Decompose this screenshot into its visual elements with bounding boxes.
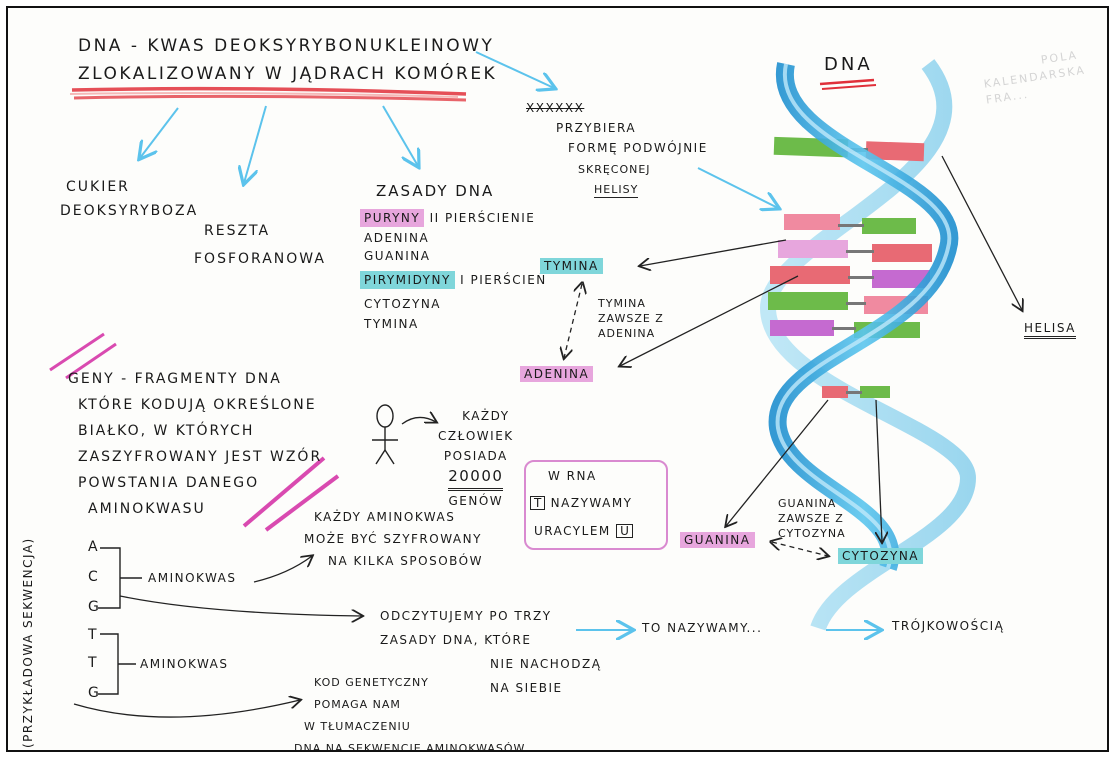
- codon1-letter-2: C: [88, 570, 100, 584]
- each-amino-note: KAŻDY AMINOKWAS MOŻE BYĆ SZYFROWANY NA K…: [314, 506, 483, 572]
- gene-count: 20000: [448, 466, 503, 491]
- helix-note-line3: SKRĘCONEJ: [578, 164, 651, 175]
- label-thymine: TYMINA: [540, 258, 603, 274]
- label-cytosine: CYTOZYNA: [838, 548, 923, 564]
- genetic-code-note: KOD GENETYCZNY POMAGA NAM W TŁUMACZENIU …: [314, 672, 525, 752]
- helix-note-line1: PRZYBIERA: [556, 122, 636, 134]
- codon2-letter-3: G: [88, 686, 101, 700]
- codon1-letter-3: G: [88, 600, 101, 614]
- helix-note-line2: FORMĘ PODWÓJNIE: [568, 142, 708, 154]
- person-note: KAŻDY CZŁOWIEK POSIADA 20000 GENÓW: [438, 406, 514, 511]
- page-subtitle: ZLOKALIZOWANY W JĄDRACH KOMÓREK: [78, 66, 497, 83]
- helix-label: HELISA: [1024, 322, 1076, 339]
- t-letter: T: [530, 496, 545, 510]
- genes-definition: GENY - FRAGMENTY DNA KTÓRE KODUJĄ OKREŚL…: [68, 366, 322, 522]
- diagram-title: DNA: [824, 56, 873, 74]
- rna-line1: W RNA: [548, 470, 597, 482]
- person-arrow: [402, 417, 436, 424]
- title-arrows: [140, 52, 880, 630]
- amino-acid-1: AMINOKWAS: [148, 572, 237, 584]
- base-cytosine: CYTOZYNA: [364, 298, 441, 310]
- call-it-label: TO NAZYWAMY...: [642, 622, 762, 634]
- triplet-label: TRÓJKOWOŚCIĄ: [892, 620, 1004, 632]
- pair-note-gc: GUANINA ZAWSZE Z CYTOZYNA: [778, 496, 846, 541]
- dna-title-underline: [820, 80, 874, 84]
- phosphate-name: FOSFORANOWA: [194, 252, 326, 266]
- pyrimidines-note: I PIERŚCIEŃ: [460, 273, 547, 287]
- pyrimidines-row: PIRYMIDYNY I PIERŚCIEŃ: [360, 274, 547, 286]
- helix-note-line4: HELISY: [594, 184, 638, 198]
- bases-title: ZASADY DNA: [376, 184, 494, 199]
- amino-acid-2: AMINOKWAS: [140, 658, 229, 670]
- codon2-letter-2: T: [88, 656, 99, 670]
- base-guanine: GUANINA: [364, 250, 431, 262]
- title-underline: [70, 89, 466, 100]
- label-adenine: ADENINA: [520, 366, 593, 382]
- rna-line3: URACYLEM U: [534, 524, 633, 538]
- notebook-page: POLA KALENDARSKA FRA...: [6, 6, 1109, 752]
- purines-row: PURYNY II PIERŚCIENIE: [360, 212, 535, 224]
- codon-brackets: [98, 548, 142, 694]
- pair-note-at: TYMINA ZAWSZE Z ADENINA: [598, 296, 664, 341]
- label-guanine: GUANINA: [680, 532, 755, 548]
- codon2-letter-1: T: [88, 628, 99, 642]
- vertical-label: (PRZYKŁADOWA SEKWENCJA): [22, 537, 34, 748]
- struck-word: XXXXXX: [526, 102, 584, 114]
- codon1-letter-1: A: [88, 540, 100, 554]
- base-adenine: ADENINA: [364, 232, 429, 244]
- rna-line2: T NAZYWAMY: [530, 496, 633, 510]
- base-thymine: TYMINA: [364, 318, 419, 330]
- sugar-name: DEOKSYRYBOZA: [60, 204, 198, 218]
- purines-label: PURYNY: [360, 209, 424, 227]
- purines-note: II PIERŚCIENIE: [430, 211, 536, 225]
- dna-helix: [768, 64, 968, 628]
- person-icon: [372, 405, 398, 464]
- pyrimidines-label: PIRYMIDYNY: [360, 271, 455, 289]
- page-title: DNA - KWAS DEOKSYRYBONUKLEINOWY: [78, 38, 494, 55]
- sugar-label: CUKIER: [66, 180, 130, 194]
- phosphate-label: RESZTA: [204, 224, 270, 238]
- u-letter: U: [616, 524, 633, 538]
